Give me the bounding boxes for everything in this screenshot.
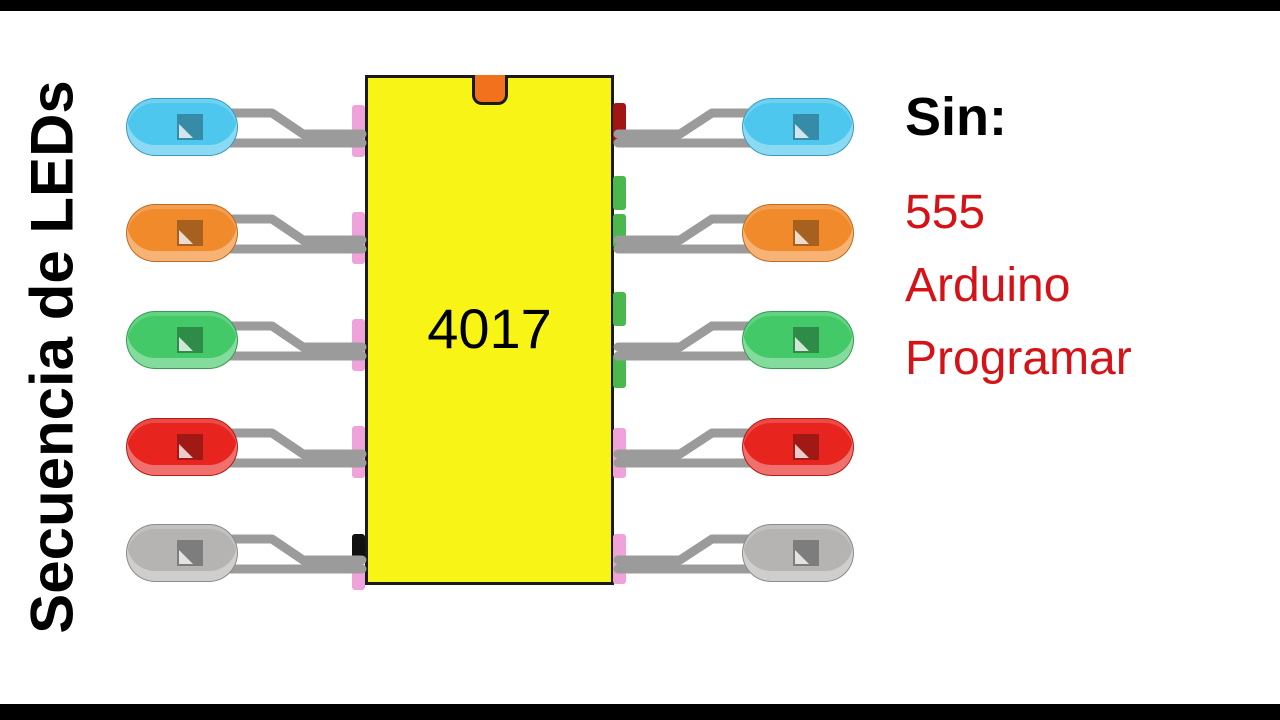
bottom-letterbox-bar [0, 704, 1280, 720]
led-die-icon [793, 327, 819, 353]
led-die-icon [793, 114, 819, 140]
without-item-programar: Programar [905, 332, 1132, 385]
vertical-title: Secuencia de LEDs [18, 80, 86, 634]
led-right-green [742, 311, 854, 369]
chip-pin-left [352, 564, 365, 590]
led-lead-wire [215, 321, 367, 352]
led-die-icon [177, 220, 203, 246]
chip-pin-right [613, 214, 626, 248]
chip-pin-left [352, 534, 365, 560]
led-left-cyan [126, 98, 238, 156]
led-die-icon [793, 434, 819, 460]
chip-pin-right [613, 428, 626, 478]
led-lead-wire [215, 534, 367, 565]
led-die-icon [177, 327, 203, 353]
led-die-icon [177, 434, 203, 460]
without-item-arduino: Arduino [905, 259, 1071, 312]
chip-pin-left [352, 105, 365, 157]
top-letterbox-bar [0, 0, 1280, 11]
chip-pin-left [352, 212, 365, 264]
led-die-icon [793, 540, 819, 566]
led-lead-wire [215, 214, 367, 245]
chip-pin-left [352, 319, 365, 371]
chip-pin-left [352, 426, 365, 478]
led-lead-wire [215, 108, 367, 139]
led-right-gray [742, 524, 854, 582]
right-text-block: Sin: 555 Arduino Programar [905, 86, 1132, 395]
led-die-icon [793, 220, 819, 246]
without-item-555: 555 [905, 186, 986, 239]
chip-pin-right [613, 354, 626, 388]
led-die-icon [177, 540, 203, 566]
led-left-green [126, 311, 238, 369]
led-lead-wire [215, 428, 367, 459]
chip-pin-right [613, 292, 626, 326]
chip-label: 4017 [427, 297, 552, 361]
chip-notch [471, 75, 508, 105]
led-right-cyan [742, 98, 854, 156]
chip-pin-right [613, 176, 626, 210]
led-right-red [742, 418, 854, 476]
led-left-red [126, 418, 238, 476]
chip-pin-right [613, 103, 626, 145]
chip-pin-right [613, 534, 626, 584]
led-left-orange [126, 204, 238, 262]
sin-heading: Sin: [905, 87, 1007, 147]
ic-chip: 4017 [365, 75, 614, 585]
led-right-orange [742, 204, 854, 262]
led-left-gray [126, 524, 238, 582]
led-die-icon [177, 114, 203, 140]
